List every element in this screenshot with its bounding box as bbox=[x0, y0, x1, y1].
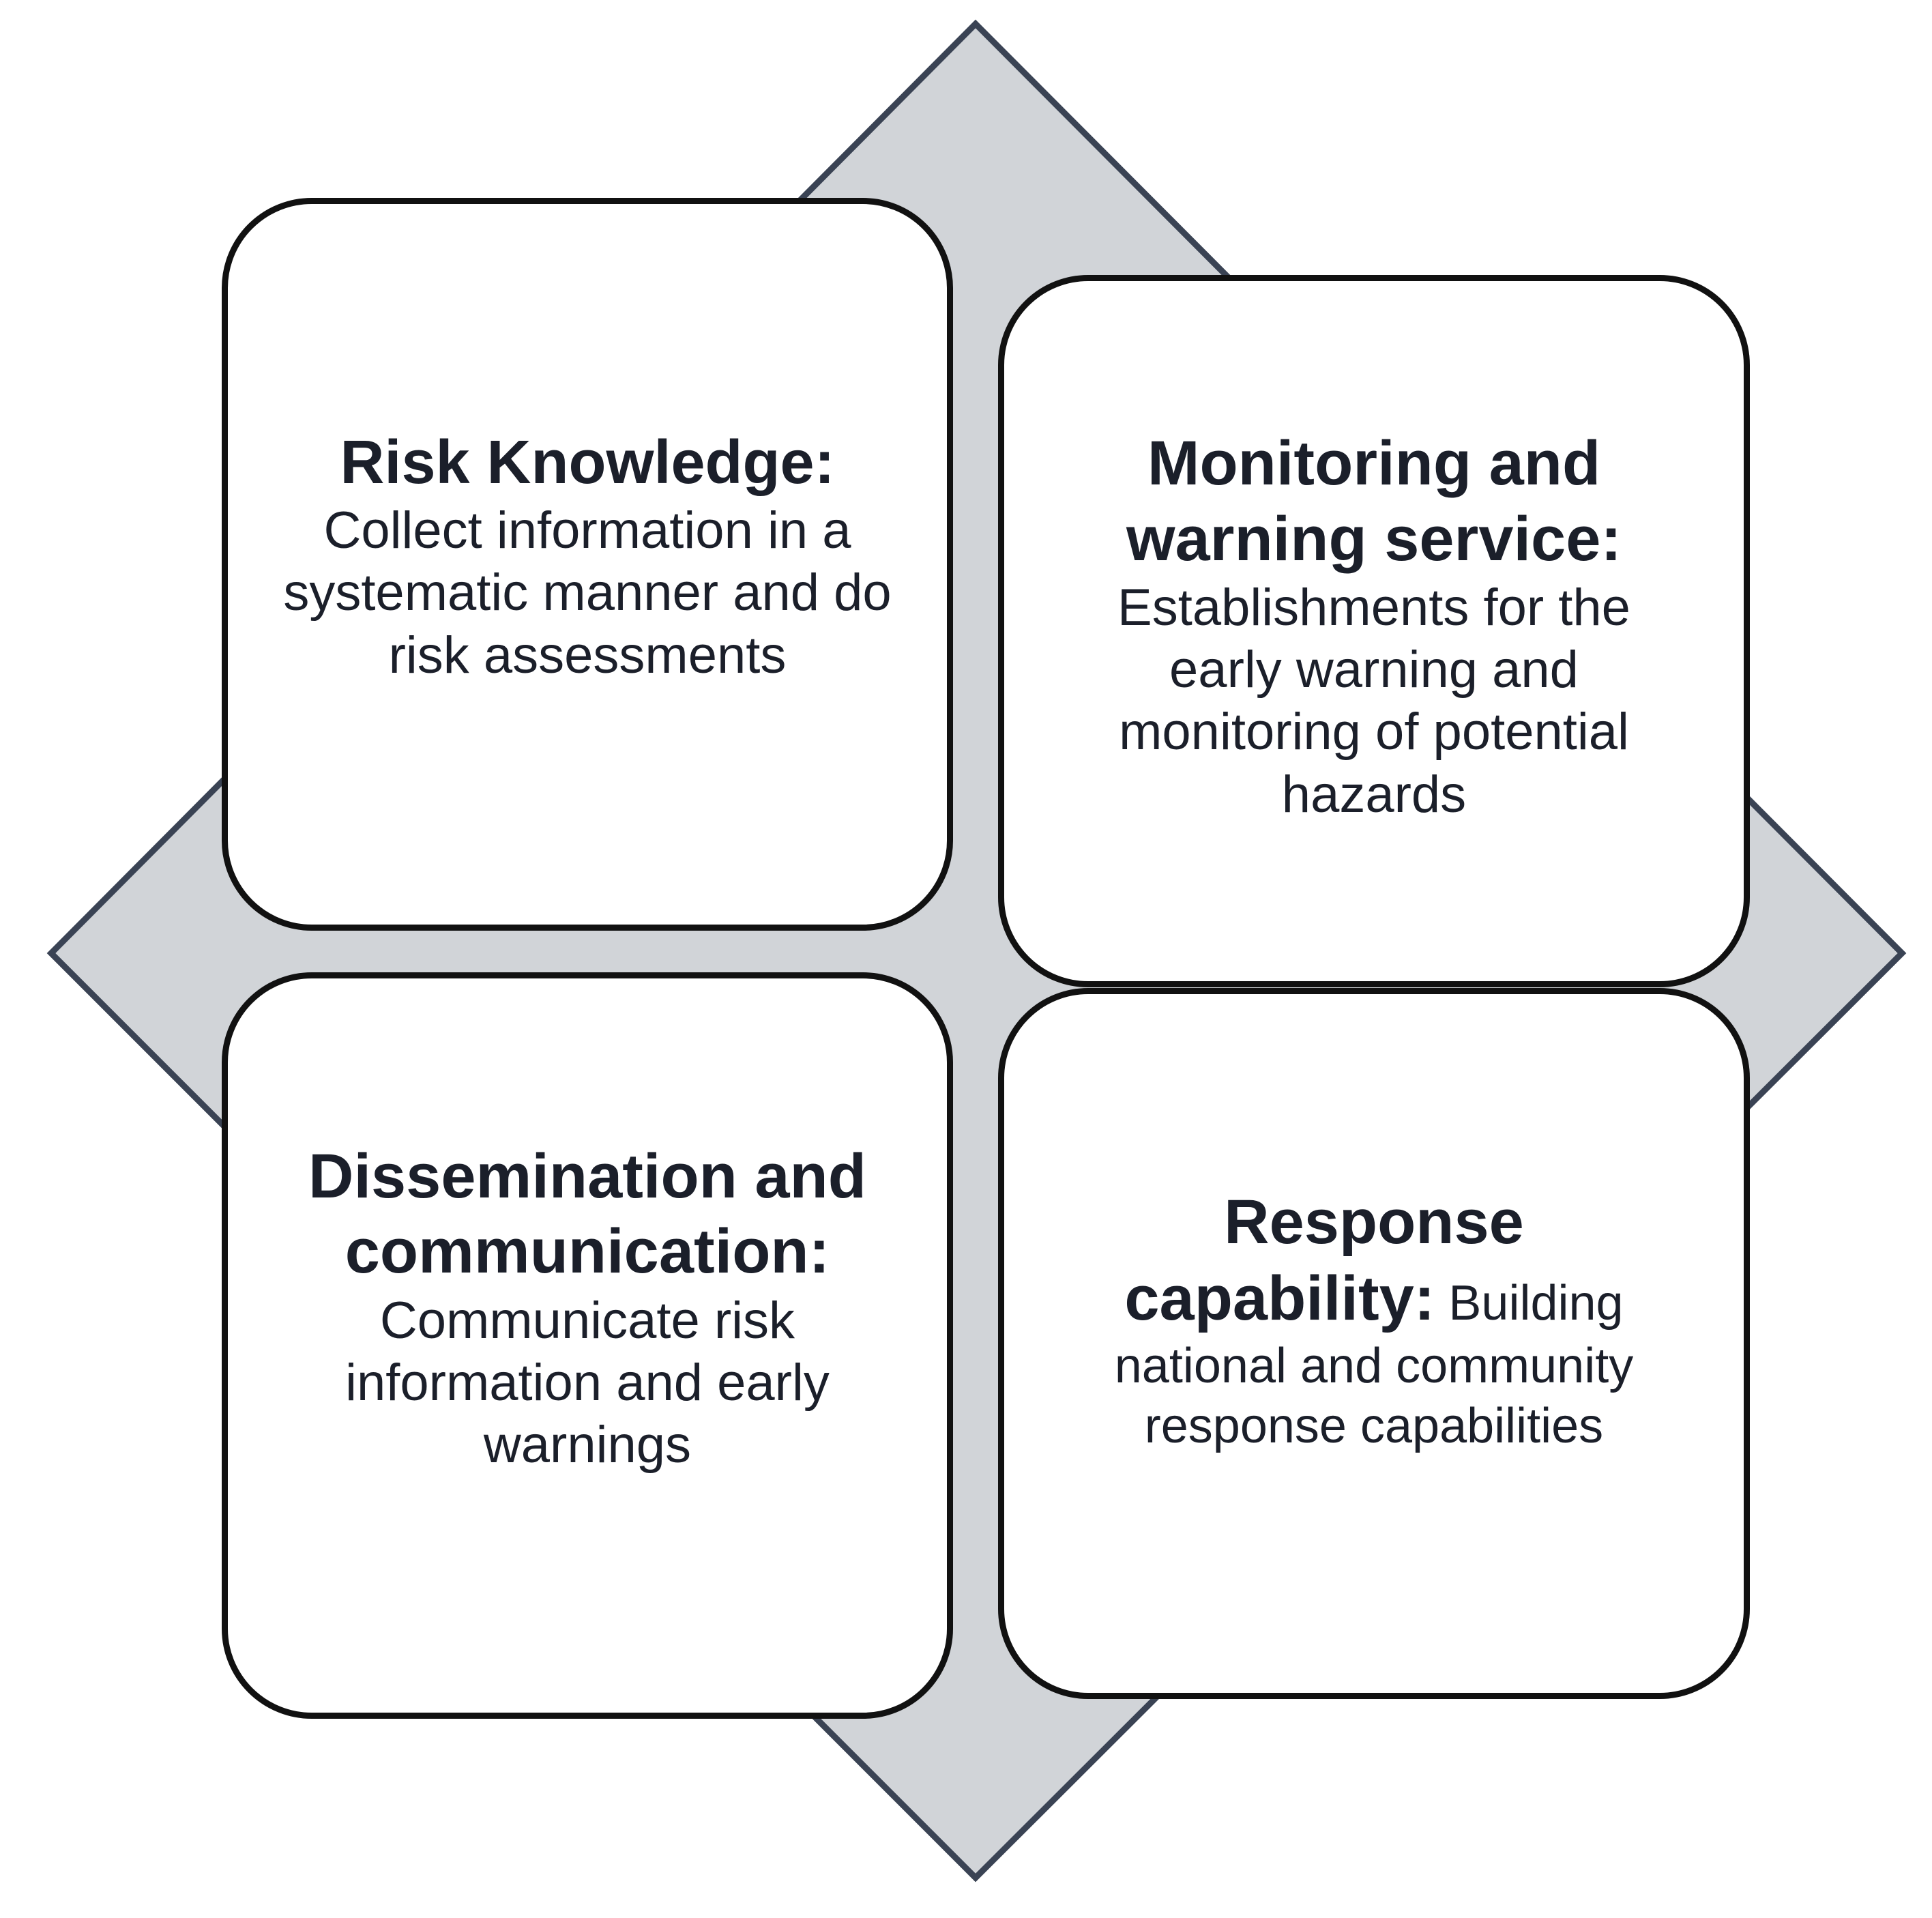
card-response-capability-title: Response capability: bbox=[1124, 1187, 1524, 1334]
card-response-capability-text: Response capability: Building national a… bbox=[1057, 1184, 1692, 1457]
card-risk-knowledge[interactable]: Risk Knowledge: Collect information in a… bbox=[222, 198, 953, 931]
card-monitoring-and-warning-service-body: Establishments for the early warning and… bbox=[1117, 579, 1630, 824]
card-risk-knowledge-title: Risk Knowledge: bbox=[340, 428, 835, 497]
card-dissemination-and-communication-title: Dissemination and communication: bbox=[308, 1141, 866, 1287]
card-dissemination-and-communication-text: Dissemination and communication: Communi… bbox=[264, 1139, 911, 1476]
card-dissemination-and-communication[interactable]: Dissemination and communication: Communi… bbox=[222, 972, 953, 1719]
card-risk-knowledge-body: Collect information in a systematic mann… bbox=[283, 502, 892, 684]
card-dissemination-and-communication-body: Communicate risk information and early w… bbox=[345, 1291, 830, 1474]
card-response-capability[interactable]: Response capability: Building national a… bbox=[998, 988, 1750, 1699]
card-risk-knowledge-text: Risk Knowledge: Collect information in a… bbox=[264, 426, 911, 686]
card-monitoring-and-warning-service[interactable]: Monitoring and warning service: Establis… bbox=[998, 275, 1750, 987]
card-response-capability-body: Building national and community response… bbox=[1114, 1276, 1634, 1454]
card-monitoring-and-warning-service-text: Monitoring and warning service: Establis… bbox=[1064, 426, 1684, 826]
card-monitoring-and-warning-service-title: Monitoring and warning service: bbox=[1126, 428, 1622, 574]
